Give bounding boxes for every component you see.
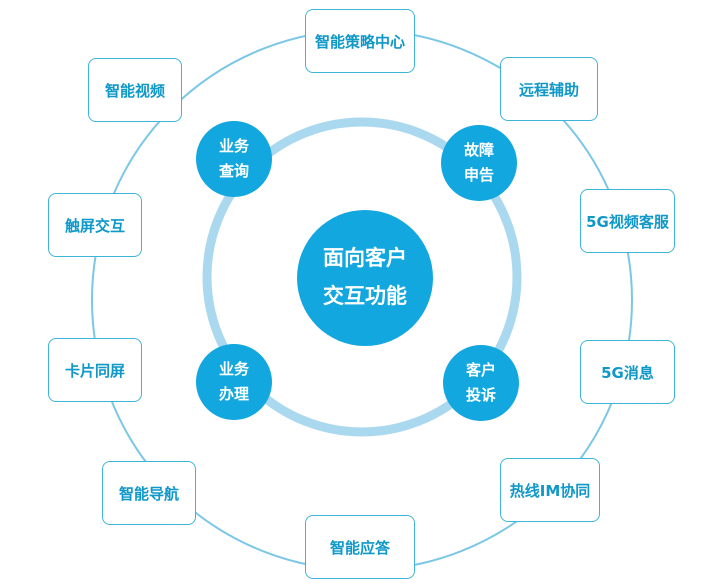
outer-node-card-screen-share: 卡片同屏 [48,338,142,402]
outer-node-smart-navigation: 智能导航 [102,461,196,525]
center-node: 面向客户 交互功能 [297,210,433,346]
outer-node-remote-assist: 远程辅助 [500,57,598,121]
inner-node-business-query: 业务 查询 [196,121,272,197]
inner-node-line1: 业务 [218,359,249,378]
inner-node-line1: 故障 [463,140,494,159]
outer-node-smart-strategy-center: 智能策略中心 [305,9,415,73]
outer-node-smart-answer: 智能应答 [305,515,415,579]
inner-node-business-handling: 业务 办理 [196,344,272,420]
outer-node-5g-video-service: 5G视频客服 [580,189,675,253]
outer-node-hotline-im-collab: 热线IM协同 [500,458,600,522]
center-line2: 交互功能 [323,284,407,308]
inner-node-line2: 投诉 [465,386,496,404]
inner-ring [202,117,522,437]
outer-node-5g-message: 5G消息 [580,340,675,404]
outer-node-touch-interaction: 触屏交互 [48,193,142,257]
inner-node-line1: 客户 [465,360,496,379]
inner-node-line2: 查询 [218,162,249,180]
inner-node-fault-report: 故障 申告 [441,125,517,201]
outer-node-smart-video: 智能视频 [88,58,182,122]
inner-node-customer-complaint: 客户 投诉 [443,345,519,421]
inner-node-line2: 办理 [218,385,249,403]
center-line1: 面向客户 [323,246,407,271]
inner-node-line1: 业务 [218,136,249,155]
inner-node-line2: 申告 [463,166,494,184]
